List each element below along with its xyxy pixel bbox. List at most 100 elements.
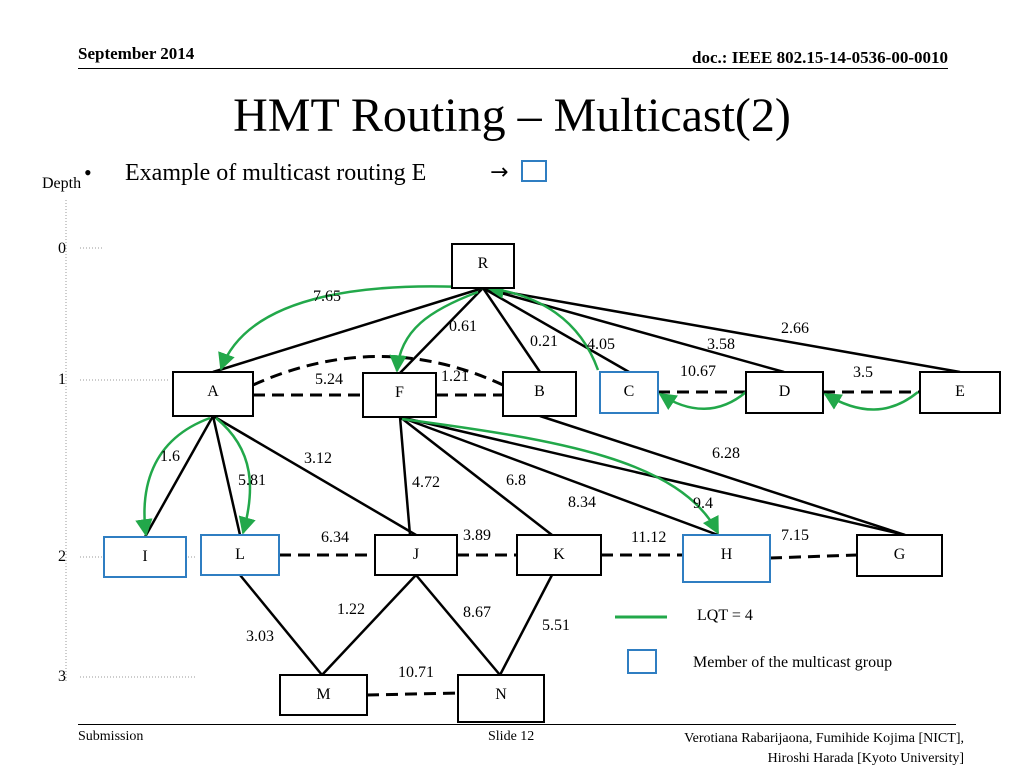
- node-N: N: [457, 674, 545, 723]
- link-weight-L-J: 6.34: [321, 529, 349, 546]
- link-weight-D-E: 3.5: [853, 364, 873, 381]
- link-R-E: [482, 286, 961, 374]
- link-A-I: [143, 415, 215, 538]
- node-label-C: C: [624, 383, 635, 400]
- node-box-R: [451, 243, 515, 289]
- node-box-A: [172, 371, 254, 417]
- node-B: B: [502, 371, 577, 417]
- lqt-path-C-R: [486, 281, 600, 371]
- link-weight-A-J: 3.12: [304, 450, 332, 467]
- node-L: L: [200, 534, 280, 576]
- lqt-path-D-C: [658, 391, 747, 411]
- link-weight-K-N: 5.51: [542, 617, 570, 634]
- link-R-D: [482, 286, 785, 374]
- link-weight-M-N: 10.71: [398, 664, 434, 681]
- depth-level-0: 0: [58, 240, 66, 257]
- node-box-N: [457, 674, 545, 723]
- node-box-H: [682, 534, 771, 583]
- legend-lqt-label: LQT = 4: [697, 607, 753, 624]
- node-label-G: G: [894, 546, 906, 563]
- node-label-L: L: [235, 546, 245, 563]
- lqt-path-A-L: [215, 417, 256, 535]
- link-A-J: [212, 414, 417, 537]
- footer-authors-line1: Verotiana Rabarijaona, Fumihide Kojima […: [684, 731, 964, 746]
- node-label-H: H: [721, 546, 733, 563]
- slide-title: HMT Routing – Multicast(2): [233, 89, 791, 142]
- node-label-J: J: [413, 546, 419, 563]
- link-weight-L-M: 3.03: [246, 628, 274, 645]
- node-label-F: F: [395, 384, 404, 401]
- node-label-B: B: [534, 383, 545, 400]
- header-doc-id: doc.: IEEE 802.15-14-0536-00-0010: [692, 48, 948, 67]
- node-label-N: N: [495, 686, 507, 703]
- node-label-R: R: [478, 255, 489, 272]
- link-L-M: [239, 574, 323, 676]
- link-weight-B-G: 6.28: [712, 445, 740, 462]
- link-R-B: [481, 287, 542, 373]
- legend-member-swatch: [627, 649, 657, 674]
- legend-member-label: Member of the multicast group: [693, 654, 893, 671]
- node-A: A: [172, 371, 254, 417]
- node-box-D: [745, 371, 824, 414]
- node-G: G: [856, 534, 943, 577]
- link-weight-R-A: 7.65: [313, 288, 341, 305]
- node-label-A: A: [207, 383, 219, 400]
- node-K: K: [516, 534, 602, 576]
- bullet-dot: •: [84, 160, 92, 185]
- node-box-K: [516, 534, 602, 576]
- link-weight-J-K: 3.89: [463, 527, 491, 544]
- lqt-path-A-I: [135, 416, 211, 537]
- right-arrow-icon: →: [490, 160, 509, 185]
- link-R-F: [399, 287, 484, 374]
- link-weight-J-M: 1.22: [337, 601, 365, 618]
- link-weight-H-G: 7.15: [781, 527, 809, 544]
- link-B-G: [539, 414, 906, 537]
- link-J-N: [415, 574, 501, 676]
- node-F: F: [362, 372, 437, 418]
- lqt-path-F-H: [401, 417, 720, 535]
- node-box-F: [362, 372, 437, 418]
- footer-slide-number: Slide 12: [488, 729, 535, 744]
- depth-level-3: 3: [58, 668, 66, 685]
- footer-divider: [78, 724, 956, 725]
- link-F-J: [398, 416, 412, 536]
- link-weight-R-B: 0.21: [530, 333, 558, 350]
- lqt-layer: [135, 281, 919, 537]
- node-box-G: [856, 534, 943, 577]
- node-C: C: [599, 371, 659, 414]
- footer-submission: Submission: [78, 729, 144, 744]
- link-H-G: [769, 553, 858, 560]
- link-weight-R-C: 4.05: [587, 336, 615, 353]
- link-weight-F-J: 4.72: [412, 474, 440, 491]
- link-weight-F-H: 8.34: [568, 494, 596, 511]
- links-layer: [143, 286, 961, 697]
- node-label-K: K: [553, 546, 565, 563]
- node-box-M: [279, 674, 368, 716]
- node-E: E: [919, 371, 1001, 414]
- header-divider: [78, 68, 948, 69]
- node-J: J: [374, 534, 458, 576]
- bullet-text: Example of multicast routing E: [125, 160, 427, 186]
- node-H: H: [682, 534, 771, 583]
- link-weight-A-F: 5.24: [315, 371, 343, 388]
- link-F-H: [399, 415, 719, 537]
- node-M: M: [279, 674, 368, 716]
- link-weight-J-N: 8.67: [463, 604, 491, 621]
- link-weight-A-L: 5.81: [238, 472, 266, 489]
- depth-level-2: 2: [58, 548, 66, 565]
- link-weight-A-I: 1.6: [160, 448, 180, 465]
- link-A-L: [211, 415, 242, 536]
- node-box-L: [200, 534, 280, 576]
- node-box-C: [599, 371, 659, 414]
- link-R-C: [482, 286, 630, 374]
- link-weight-A-B: 1.21: [441, 368, 469, 385]
- node-label-M: M: [316, 686, 330, 703]
- node-I: I: [103, 536, 187, 578]
- link-weight-K-H: 11.12: [631, 529, 666, 546]
- lqt-path-E-D: [823, 391, 919, 411]
- node-label-E: E: [955, 383, 965, 400]
- depth-label: Depth: [42, 175, 82, 192]
